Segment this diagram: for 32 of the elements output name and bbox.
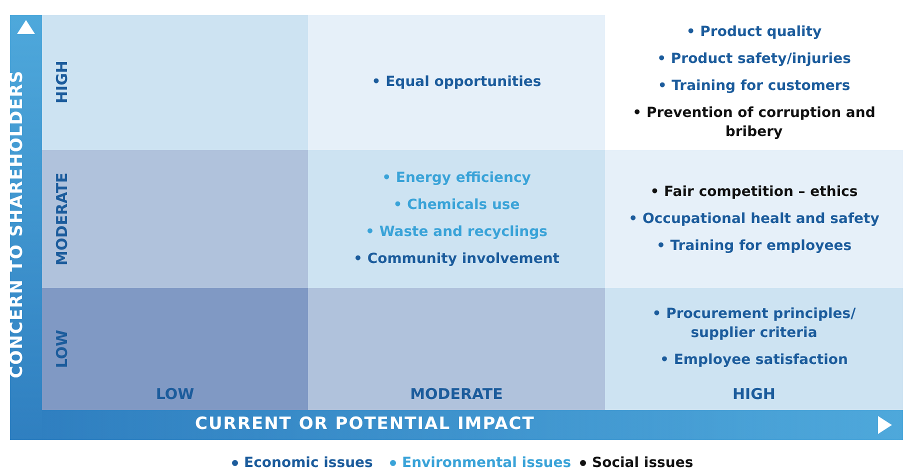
issue-text: • Energy efficiency	[382, 169, 531, 188]
issue-text: • Waste and recyclings	[366, 223, 548, 242]
matrix-cell	[308, 15, 605, 150]
axis-tick-label: LOW	[53, 328, 71, 370]
axis-tick-label: MODERATE	[53, 172, 71, 268]
axis-tick-label: MODERATE	[409, 385, 504, 403]
matrix-cell	[308, 150, 605, 288]
axis-tick-label: HIGH	[731, 385, 776, 403]
axis-tick-label: LOW	[154, 385, 196, 403]
matrix-cell	[605, 150, 903, 288]
issue-text: • Prevention of corruption and bribery	[632, 104, 876, 142]
issue-text: • Occupational healt and safety	[628, 210, 880, 228]
matrix-cell	[42, 15, 308, 150]
issue-text: • Chemicals use	[393, 196, 520, 215]
legend-text: Economic issues	[244, 455, 373, 471]
legend-text: Environmental issues	[402, 455, 572, 471]
issue-text: • Procurement principles/ supplier criteria	[651, 304, 857, 342]
matrix-cell	[605, 288, 903, 410]
issue-text: • Community involvement	[354, 250, 560, 269]
issue-text: • Product quality	[686, 23, 822, 42]
issue-text: • Training for customers	[658, 77, 850, 96]
legend-text: Social issues	[592, 455, 694, 471]
issue-text: • Employee satisfaction	[660, 350, 848, 370]
issue-text: • Training for employees	[656, 236, 852, 256]
matrix-cell	[308, 288, 605, 410]
issue-text: • Equal opportunities	[372, 73, 542, 92]
axis-tick-label: HIGH	[53, 60, 71, 106]
issue-text: • Fair competition – ethics	[650, 182, 858, 202]
issue-text: • Product safety/injuries	[657, 50, 851, 69]
matrix-cell	[42, 288, 308, 410]
matrix-cell	[42, 150, 308, 288]
axis-title: CURRENT OR POTENTIAL IMPACT	[195, 414, 535, 434]
